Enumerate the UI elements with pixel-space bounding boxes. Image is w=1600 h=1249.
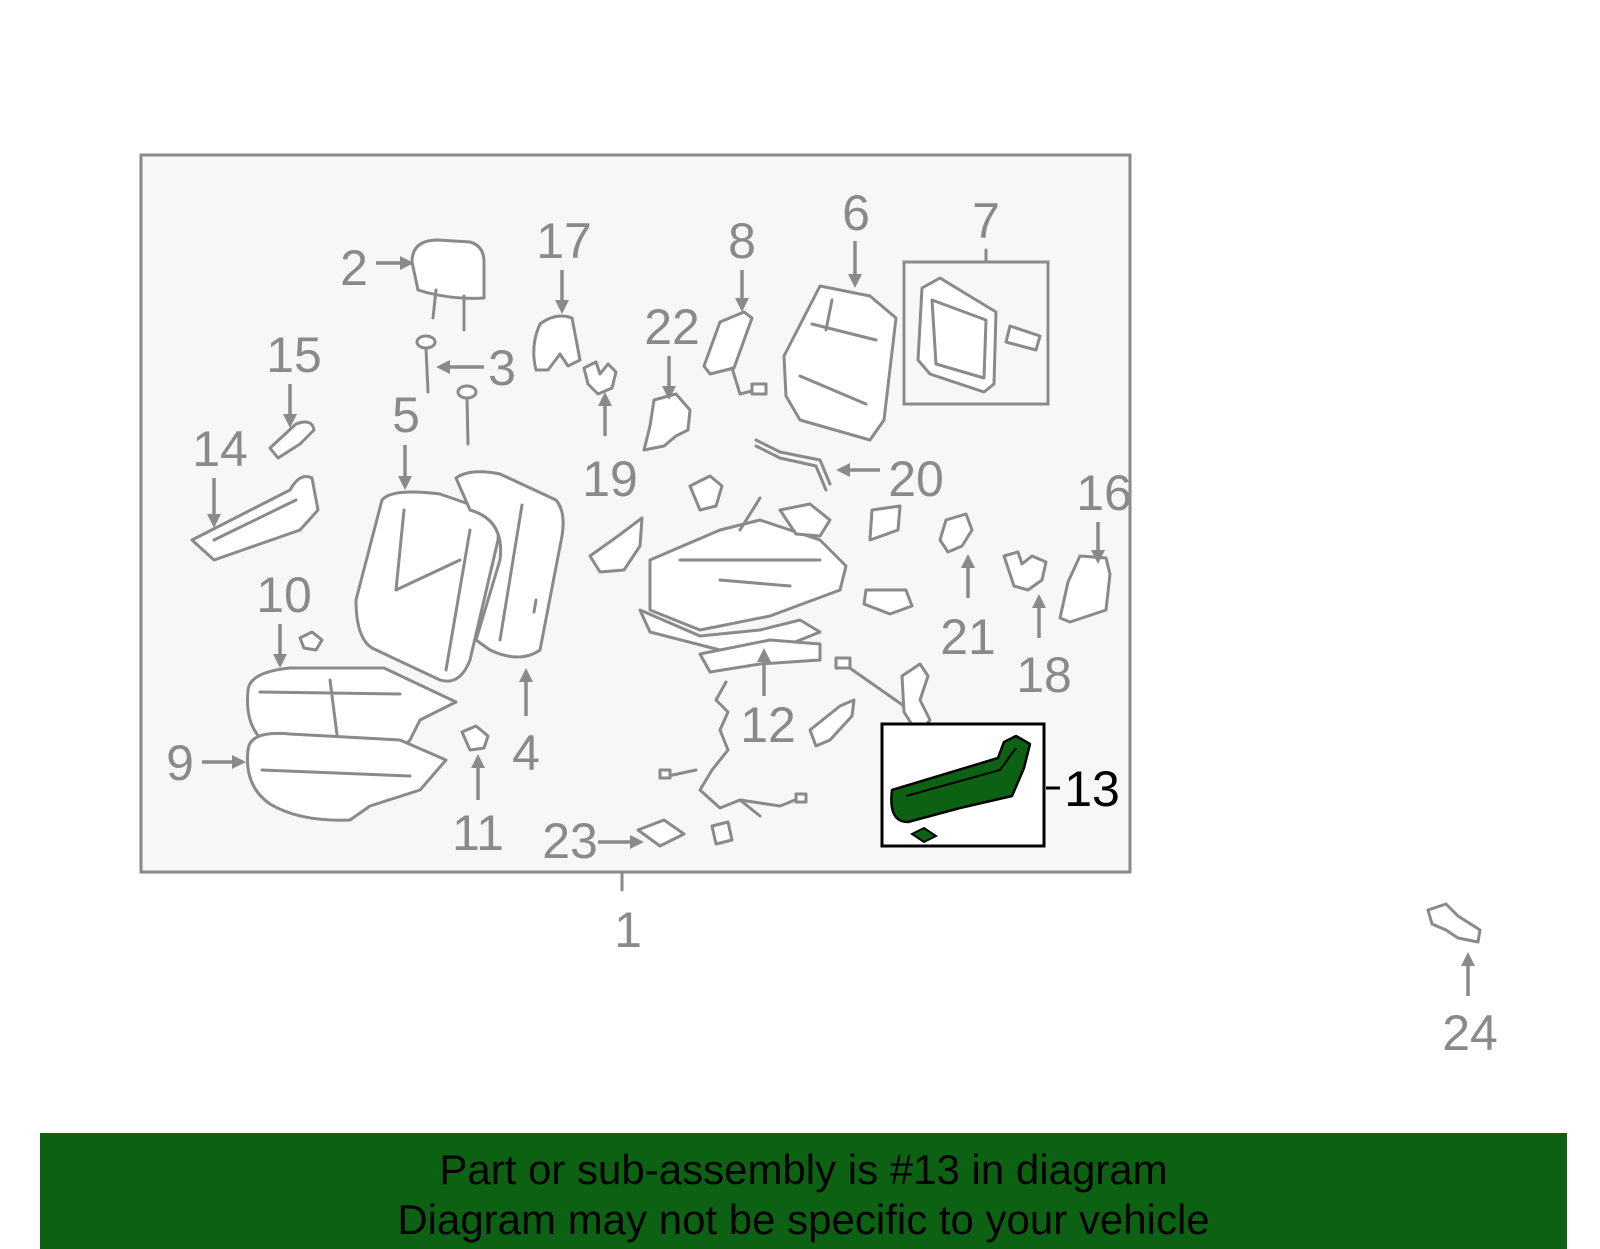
callout-11: 11 (452, 805, 504, 861)
callout-2: 2 (340, 240, 368, 296)
part-12-seat-frame[interactable] (588, 474, 914, 674)
part-13-highlighted[interactable] (880, 722, 1060, 848)
banner-line-2: Diagram may not be specific to your vehi… (397, 1196, 1210, 1243)
part-7-boxed-assembly[interactable] (902, 260, 1050, 406)
callout-7: 7 (972, 193, 1000, 249)
callout-1: 1 (614, 902, 642, 958)
callout-13: 13 (1064, 761, 1120, 817)
callout-4: 4 (512, 725, 540, 781)
part-3-headrest-guides[interactable] (415, 334, 478, 446)
callout-20: 20 (888, 451, 944, 507)
callout-6: 6 (842, 185, 870, 241)
callout-21: 21 (940, 609, 996, 665)
callout-16: 16 (1076, 465, 1132, 521)
callout-8: 8 (728, 213, 756, 269)
callout-23: 23 (542, 813, 598, 869)
callout-10: 10 (256, 567, 312, 623)
part-15-knob[interactable] (268, 420, 316, 460)
callout-22: 22 (644, 299, 700, 355)
part-6-seatback-frame[interactable] (782, 284, 898, 442)
part-23-wiring-harness[interactable] (636, 680, 808, 848)
callout-19: 19 (582, 451, 638, 507)
callout-15: 15 (266, 327, 322, 383)
part-5-seatback-cover[interactable] (354, 490, 500, 683)
part-9-cushion-pad[interactable] (245, 731, 448, 822)
callout-18: 18 (1016, 647, 1072, 703)
callout-24: 24 (1442, 1005, 1498, 1061)
part-19-bracket[interactable] (582, 360, 618, 396)
part-21-bracket[interactable] (938, 512, 974, 554)
part-belt-buckle[interactable] (808, 656, 932, 748)
part-18-clip[interactable] (1002, 550, 1048, 592)
part-11-clip[interactable] (460, 724, 490, 752)
part-24-bracket[interactable] (1426, 902, 1482, 944)
part-20-cable[interactable] (754, 438, 832, 492)
part-14-side-shield[interactable] (190, 475, 320, 562)
part-22-hinge-cover[interactable] (642, 392, 692, 452)
callout-3: 3 (488, 340, 516, 396)
part-4-seatback-pad[interactable] (454, 470, 565, 659)
callout-14: 14 (192, 421, 248, 477)
part-16-cover[interactable] (1058, 554, 1112, 624)
part-2-headrest[interactable] (410, 238, 486, 332)
callout-9: 9 (166, 735, 194, 791)
callout-12: 12 (740, 697, 796, 753)
part-17-cover[interactable] (532, 314, 582, 372)
banner-line-1: Part or sub-assembly is #13 in diagram (439, 1146, 1168, 1193)
callout-17: 17 (536, 213, 592, 269)
info-banner: Part or sub-assembly is #13 in diagram D… (40, 1133, 1567, 1249)
callout-5: 5 (392, 387, 420, 443)
callout-labels: 1 2 3 4 5 6 7 8 9 10 11 12 13 14 15 16 1… (166, 185, 1498, 1061)
part-8-module[interactable] (702, 310, 768, 396)
callout-arrows (202, 241, 1475, 996)
